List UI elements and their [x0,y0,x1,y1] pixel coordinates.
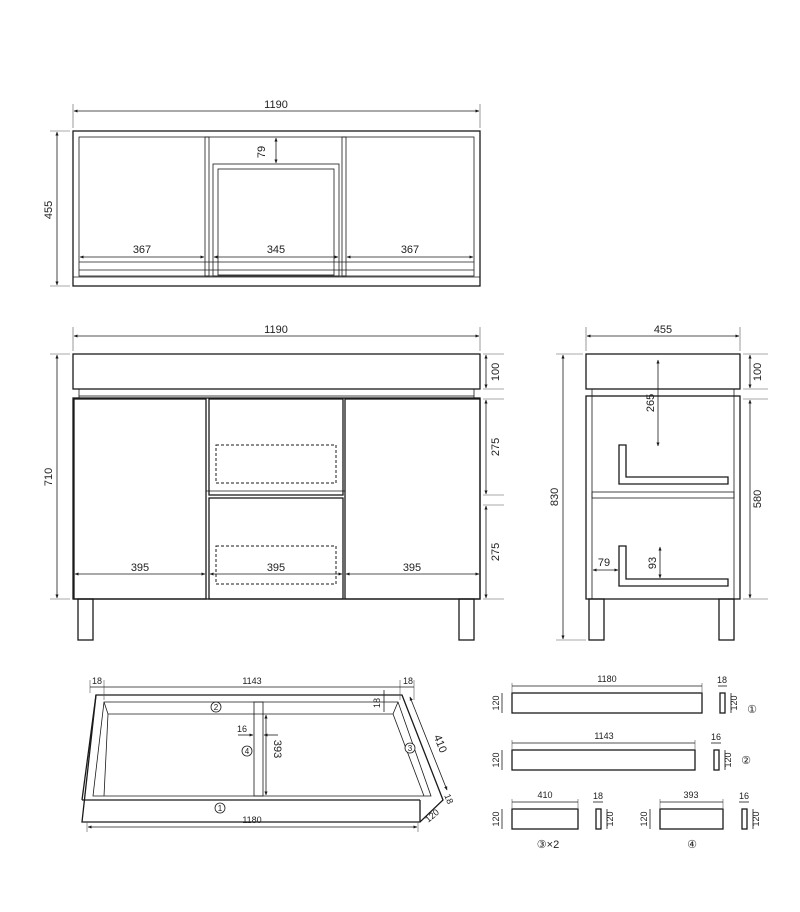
drawer-side-label: 93 [647,557,659,569]
part-1: 1180 120 18 120 ① [491,674,757,716]
side-upper-drawer [618,444,729,485]
part-2-marker: ② [741,755,751,767]
top-left-compartment-label: 367 [133,244,151,256]
svg-text:1: 1 [218,804,223,813]
side-view: 455 830 100 580 265 79 93 [549,324,768,641]
part-3-height-label-2: 120 [605,811,615,826]
top-divider-right [341,136,347,277]
part-2-thickness-label: 16 [711,732,721,742]
part-2-height-label: 120 [491,752,501,767]
side-top-rail-label: 100 [752,363,764,381]
part-3-thickness-label: 18 [593,791,603,801]
drawer-divider [253,701,264,797]
part-2: 1143 120 16 120 ② [491,731,751,771]
marker-back [210,701,222,713]
drawer-box-assembly: 18 1143 18 18 16 393 410 18 120 1180 2 4… [81,676,455,832]
side-depth-label: 455 [654,324,672,336]
part-2-length-label: 1143 [594,731,613,741]
top-divider-left [204,136,210,277]
part-3-marker: ③×2 [537,839,559,851]
part-4-height-label: 120 [639,811,649,826]
top-outline [72,130,481,287]
top-recess-label: 79 [256,146,268,158]
side-leg-front [588,598,605,641]
front-lower-drawer-label: 275 [490,543,502,561]
front-top-rail-label: 100 [490,363,502,381]
part-1-height-label-2: 120 [729,695,739,710]
drawer-clearance-label: 265 [645,394,657,412]
box-inner-length-label: 1143 [242,676,261,686]
part-3-height-label: 120 [491,811,501,826]
front-view: 1190 710 100 275 275 395 395 395 [43,324,504,641]
part-1-thickness-label: 18 [717,675,727,685]
marker-side [404,742,416,754]
part-3-length-label: 410 [537,790,552,800]
top-depth-label: 455 [43,201,55,219]
right-door[interactable] [344,398,481,600]
front-leg-left [77,598,94,641]
box-thickness-left-label: 18 [92,676,102,686]
part-4-marker: ④ [687,839,697,851]
box-height-label: 120 [423,807,441,824]
svg-text:3: 3 [408,744,413,753]
center-width-label: 395 [267,562,285,574]
svg-text:4: 4 [245,747,250,756]
divider-length-label: 393 [271,740,283,758]
marker-front [214,802,226,814]
side-total-height-label: 830 [549,488,561,506]
drawer-setback-label: 79 [598,557,610,569]
front-upper-drawer-label: 275 [490,438,502,456]
svg-text:2: 2 [214,703,219,712]
lower-drawer-box [215,545,337,585]
divider-thickness-label: 16 [237,724,247,734]
upper-drawer[interactable] [208,398,344,496]
box-front-length-label: 1180 [242,815,261,825]
side-leg-back [718,598,735,641]
lower-drawer[interactable] [208,497,344,600]
marker-divider [241,745,253,757]
front-height-label: 710 [43,468,55,486]
top-center-compartment-label: 345 [267,244,285,256]
right-door-width-label: 395 [403,562,421,574]
part-1-length-label: 1180 [597,674,616,684]
side-body-height-label: 580 [752,490,764,508]
part-3: 410 120 18 120 ③×2 [491,790,615,851]
part-4: 393 120 16 120 ④ [639,790,761,851]
front-leg-right [458,598,475,641]
top-width-label: 1190 [264,99,288,111]
front-width-label: 1190 [264,324,288,336]
left-door-width-label: 395 [131,562,149,574]
part-2-height-label-2: 120 [723,752,733,767]
part-4-thickness-label: 16 [739,791,749,801]
part-1-marker: ① [747,704,757,716]
box-side-thickness-label: 18 [442,792,455,805]
top-right-compartment-label: 367 [401,244,419,256]
part-details: 1180 120 18 120 ① 1143 120 16 120 ② [491,674,761,851]
part-4-length-label: 393 [683,790,698,800]
box-front-thickness-label: 18 [372,698,382,708]
box-thickness-right-label: 18 [403,676,413,686]
part-1-height-label: 120 [491,695,501,710]
box-depth-label: 410 [431,733,449,755]
left-door[interactable] [73,398,207,600]
part-4-height-label-2: 120 [751,811,761,826]
front-countertop [72,353,481,390]
top-recess [212,163,340,277]
upper-drawer-box [215,444,337,484]
top-view: 1190 455 79 367 345 367 [43,99,481,287]
side-lower-drawer [618,545,729,587]
side-countertop [585,353,741,390]
